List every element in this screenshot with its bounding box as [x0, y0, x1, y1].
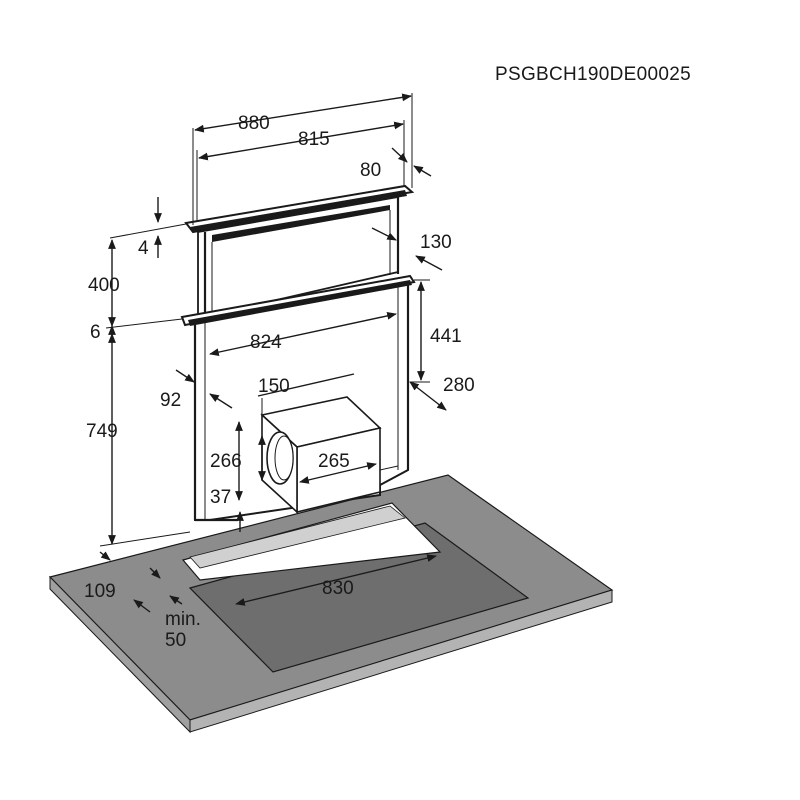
dim-min-label: min. [165, 609, 201, 630]
motor-unit [260, 396, 399, 514]
dim-815-label: 815 [298, 129, 330, 150]
dim-280-label: 280 [443, 375, 475, 396]
dim-92-label: 92 [160, 390, 181, 411]
dim-150-label: 150 [258, 376, 290, 397]
dim-266-label: 266 [210, 451, 242, 472]
raised-panel [180, 184, 416, 327]
dim-400-label: 400 [88, 275, 120, 296]
dim-109-label: 109 [84, 581, 116, 602]
dimension-lines [99, 93, 447, 613]
dim-80-label: 80 [360, 160, 381, 181]
drawing-code: PSGBCH190DE00025 [495, 64, 691, 85]
dim-880-label: 880 [238, 113, 270, 134]
dim-4-label: 4 [138, 238, 149, 259]
dim-130-label: 130 [420, 232, 452, 253]
dim-749-label: 749 [86, 421, 118, 442]
dim-6-label: 6 [90, 322, 101, 343]
dim-min-value: 50 [165, 630, 186, 651]
dim-830-label: 830 [322, 578, 354, 599]
dim-824-label: 824 [250, 332, 282, 353]
dim-441-label: 441 [430, 326, 462, 347]
dim-265-label: 265 [318, 451, 350, 472]
dim-37-label: 37 [210, 487, 231, 508]
